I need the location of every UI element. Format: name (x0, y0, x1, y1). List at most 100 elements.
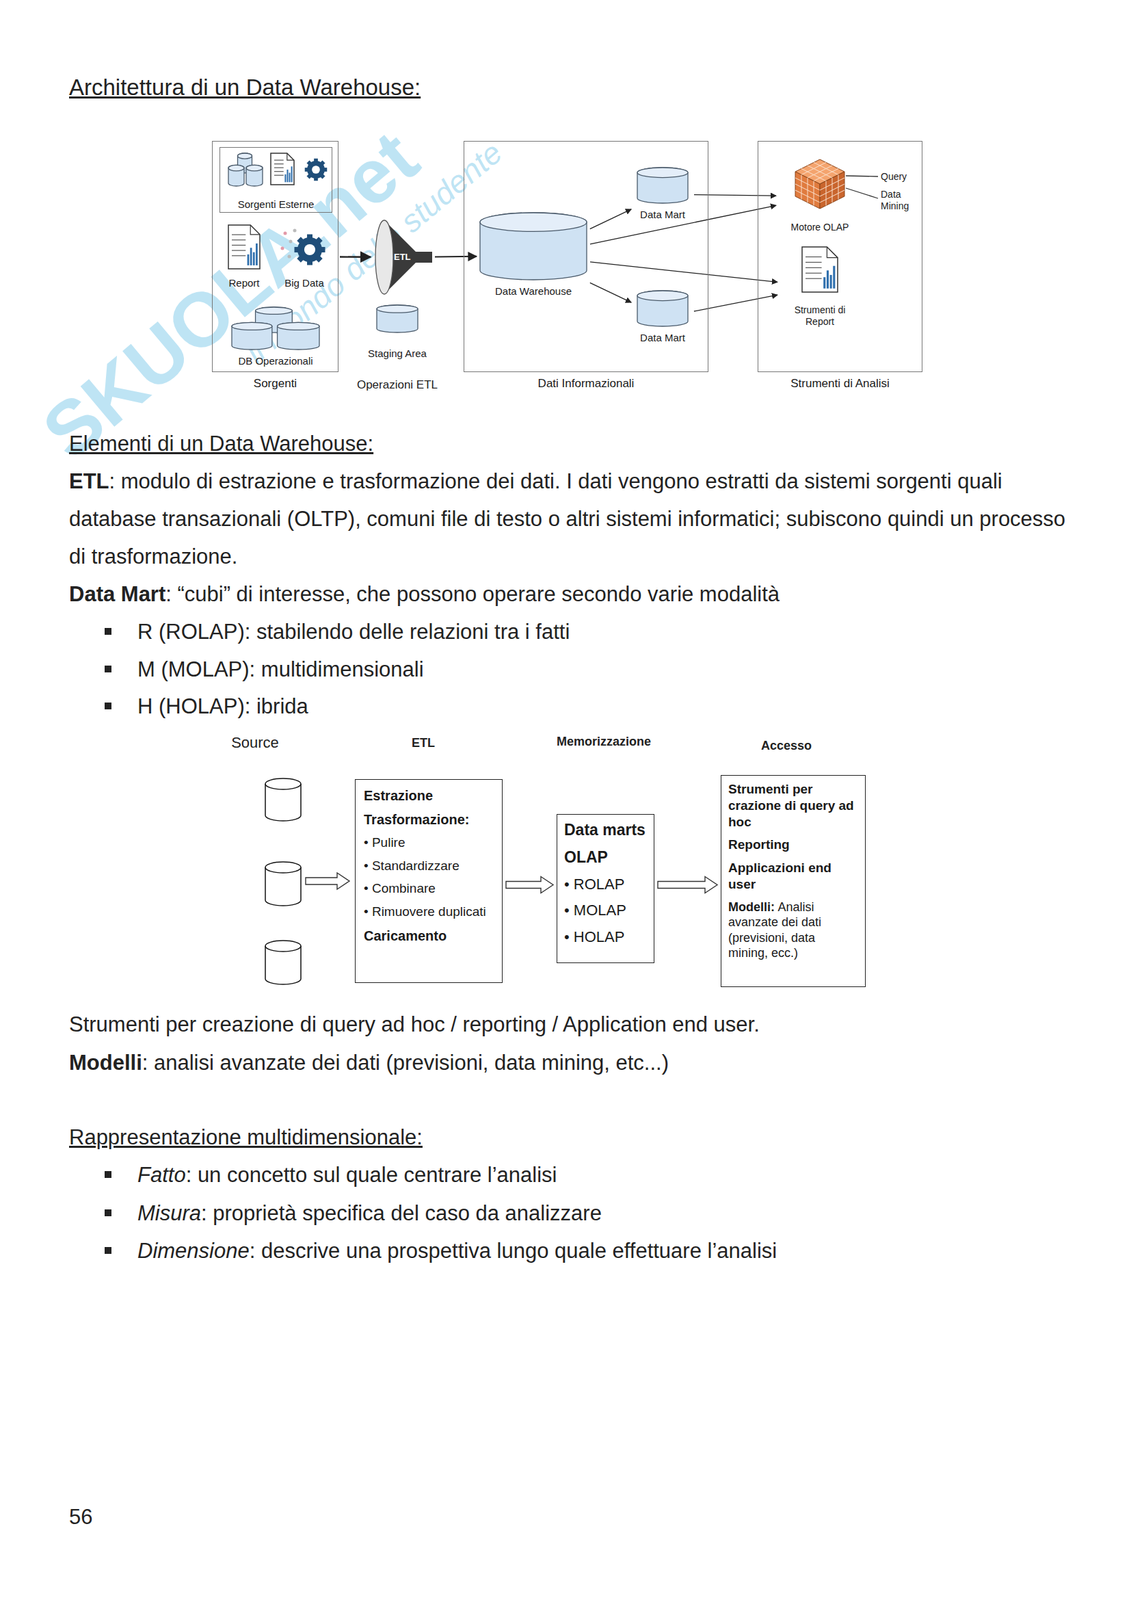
flow-arrow (590, 209, 632, 230)
hollow-arrow (506, 876, 554, 894)
text-run: Misura (137, 1200, 202, 1225)
flow-arrow (434, 255, 477, 258)
process-box: Strumenti per crazione di query ad hocRe… (720, 774, 866, 987)
text-run: R (ROLAP): stabilendo delle relazioni tr… (137, 619, 570, 644)
icon-node: Data Mart (632, 289, 693, 346)
node-text: Staging Area (367, 347, 427, 360)
list-bullets (104, 627, 112, 1254)
text-line: Source (231, 733, 279, 753)
flow-arrow (694, 294, 778, 312)
icon-node: Motore OLAP (777, 157, 863, 235)
node-text: • Combinare (363, 880, 494, 898)
icon-node: Staging Area (358, 303, 437, 362)
text-line: M (MOLAP): multidimensionali (137, 650, 424, 688)
text-run: : descrive una prospettiva lungo quale e… (249, 1238, 777, 1263)
node-text: Caricamento (363, 926, 494, 945)
text-line: Misura: proprietà specifica del caso da … (137, 1193, 602, 1232)
flow-arrow (590, 282, 632, 303)
process-box: Sorgenti Esterne (219, 147, 333, 213)
text-run: Memorizzazione (556, 734, 651, 749)
node-text: Applicazioni end user (728, 859, 859, 893)
node-text: Strumenti di Analisi (758, 376, 922, 391)
text-line: Elementi di un Data Warehouse: (69, 424, 374, 463)
node-text: Dati Informazionali (464, 376, 708, 391)
text-line: Operazioni ETL (356, 377, 438, 393)
icon-node: Data Mart (632, 166, 693, 223)
text-run: Data Mart (69, 581, 166, 606)
text-line: ETL (411, 734, 435, 751)
process-box: Data martsOLAP• ROLAP• MOLAP• HOLAP (556, 813, 655, 963)
source-cylinders (265, 778, 301, 984)
text-run: 56 (69, 1504, 93, 1529)
text-run: Strumenti per creazione di query ad hoc … (69, 1012, 760, 1036)
text-run: Elementi di un Data Warehouse: (69, 431, 374, 456)
node-text: Modelli: (728, 899, 775, 914)
node-text: Report (228, 276, 260, 290)
node-text: Sorgenti (212, 376, 338, 391)
node-text: • Standardizzare (363, 857, 494, 875)
node-text: ETL (393, 252, 411, 262)
flow-arrow (694, 194, 777, 197)
text-run: Modelli (69, 1050, 143, 1075)
text-run: : analisi avanzate dei dati (previsioni,… (142, 1050, 669, 1075)
process-box: SorgentiSorgenti EsterneReportBig DataDB… (211, 140, 339, 372)
node-text: • Rimuovere duplicati (363, 903, 494, 921)
text-run: : un concetto sul quale centrare l’anali… (185, 1162, 558, 1187)
text-run: Data Mining (880, 188, 909, 212)
text-line: Dimensione: descrive una prospettiva lun… (137, 1231, 777, 1270)
node-text: OLAP (564, 847, 647, 868)
text-run: Source (231, 733, 279, 751)
flow-arrow (590, 261, 778, 282)
text-line: Data Mining (880, 188, 920, 212)
icon-node: Strumenti di Report (778, 244, 861, 329)
node-text: Trasformazione: (363, 810, 494, 829)
icon-node: Report (216, 222, 272, 291)
node-text: DB Operazionali (237, 354, 313, 368)
process-box: EstrazioneTrasformazione: • Pulire • Stand… (354, 778, 503, 983)
text-line: Modelli: analisi avanzate dei dati (prev… (69, 1043, 1068, 1082)
node-text: Strumenti per crazione di query ad hoc (728, 780, 859, 830)
text-line: Accesso (761, 737, 812, 754)
text-line: Fatto: un concetto sul quale centrare l’… (137, 1155, 557, 1194)
text-run: : modulo di estrazione e trasformazione … (69, 469, 1066, 569)
text-run: Rappresentazione multidimensionale: (69, 1124, 423, 1149)
text-run: : proprietà specifica del caso da analiz… (201, 1200, 602, 1225)
node-text: Data Mart (640, 331, 686, 344)
node-text: Motore OLAP (791, 221, 850, 234)
icon-node: DB Operazionali (216, 305, 335, 369)
text-line: Rappresentazione multidimensionale: (69, 1118, 423, 1156)
text-run: Fatto (137, 1162, 186, 1187)
flow-arrow (590, 205, 777, 244)
node-text: Strumenti di Report (785, 304, 855, 328)
text-line: R (ROLAP): stabilendo delle relazioni tr… (137, 612, 570, 651)
node-text: • ROLAP (564, 874, 647, 894)
node-text: Estrazione (363, 786, 494, 805)
text-run: ETL (411, 735, 435, 750)
icon-node: Data Warehouse (477, 212, 589, 299)
text-line: 56 (69, 1497, 93, 1536)
hollow-arrow (305, 872, 350, 889)
node-text: Data Warehouse (495, 285, 572, 298)
text-run: H (HOLAP): ibrida (137, 694, 309, 718)
node-text: Sorgenti Esterne (237, 198, 315, 211)
text-line: Data Mart: “cubi” di interesse, che poss… (69, 575, 1068, 613)
section-heading: Architettura di un Data Warehouse: (69, 68, 421, 106)
text-run: Accesso (761, 738, 812, 753)
node-text: Big Data (284, 276, 325, 290)
text-line: Query (880, 170, 907, 183)
process-box: Dati InformazionaliData WarehouseData Ma… (463, 140, 709, 372)
text-line: Memorizzazione (556, 733, 651, 750)
node-text: Data marts (564, 819, 647, 840)
node-text: • Pulire (363, 834, 494, 852)
icon-node: ETL (371, 218, 434, 296)
hollow-arrow (657, 876, 718, 894)
text-run: Query (880, 170, 907, 182)
text-line: H (HOLAP): ibrida (137, 687, 309, 725)
node-text: • HOLAP (564, 927, 647, 947)
leader-lines (845, 175, 878, 199)
text-run: : “cubi” di interesse, che possono opera… (165, 581, 780, 606)
text-line: Strumenti per creazione di query ad hoc … (69, 1005, 1068, 1043)
text-run: M (MOLAP): multidimensionali (137, 657, 424, 682)
flow-arrow (339, 255, 371, 258)
node-text: Reporting (728, 836, 859, 853)
